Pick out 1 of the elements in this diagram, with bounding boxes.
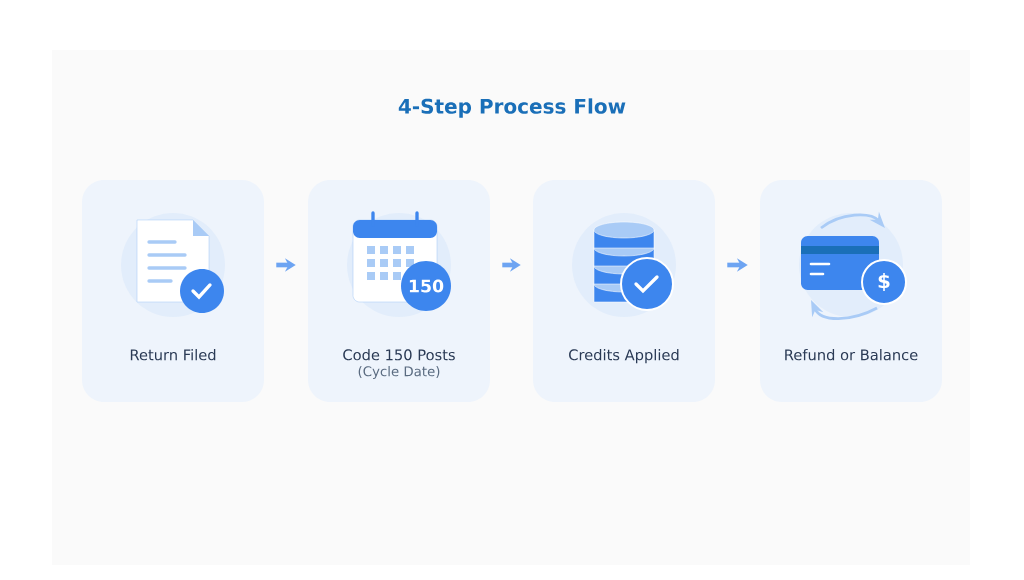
title: 4-Step Process Flow — [398, 98, 626, 118]
